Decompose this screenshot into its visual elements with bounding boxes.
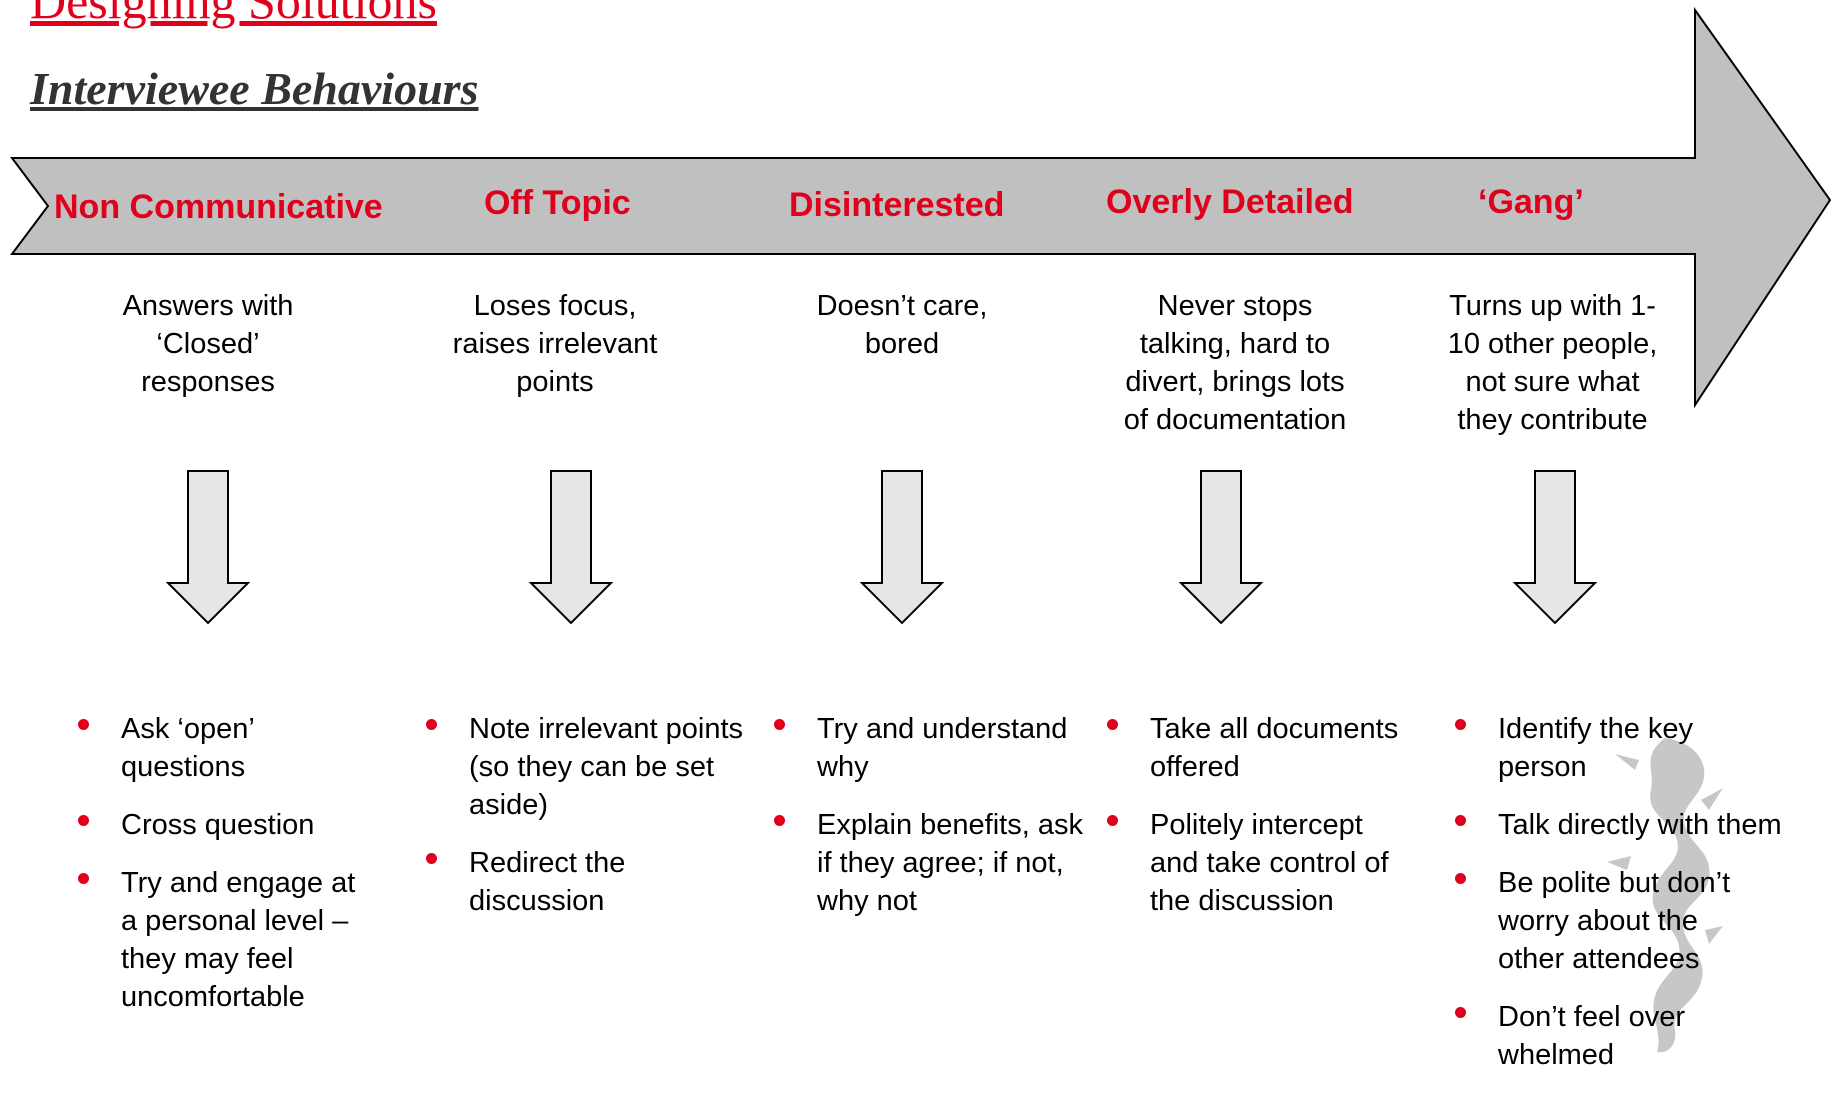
list-item: Try and understand why	[774, 710, 1084, 786]
down-arrow-icon	[860, 470, 944, 625]
description-line: not sure what	[1465, 366, 1640, 398]
description-line: Answers with	[122, 290, 294, 322]
description-line: divert, brings lots	[1125, 366, 1345, 398]
description-line: Doesn’t care,	[816, 290, 988, 322]
list-item: Take all documents offered	[1107, 710, 1412, 786]
description-line: Turns up with 1-	[1449, 290, 1656, 322]
category-non-communicative: Non Communicative	[54, 188, 383, 226]
list-item: Don’t feel over whelmed	[1455, 998, 1685, 1074]
description-line: bored	[864, 328, 940, 360]
description-gang: Turns up with 1- 10 other people, not su…	[1420, 287, 1685, 439]
description-line: they contribute	[1457, 404, 1648, 436]
list-item: Explain benefits, ask if they agree; if …	[774, 806, 1084, 920]
category-overly-detailed: Overly Detailed	[1106, 183, 1354, 221]
category-gang: ‘Gang’	[1478, 183, 1584, 221]
tips-list-disinterested: Try and understand why Explain benefits,…	[774, 710, 1084, 940]
list-item: Be polite but don’t worry about the othe…	[1455, 864, 1765, 978]
list-item: Cross question	[78, 806, 378, 844]
down-arrow-icon	[1179, 470, 1263, 625]
behaviour-timeline-arrow	[10, 6, 1832, 409]
category-disinterested: Disinterested	[789, 186, 1005, 224]
description-line: points	[516, 366, 594, 398]
list-item: Note irrelevant points (so they can be s…	[426, 710, 756, 824]
list-item: Identify the key person	[1455, 710, 1765, 786]
list-item: Try and engage at a personal level – the…	[78, 864, 378, 1016]
tips-list-gang: Identify the key person Talk directly wi…	[1455, 710, 1825, 1094]
list-item: Politely intercept and take control of t…	[1107, 806, 1412, 920]
tips-list-overly-detailed: Take all documents offered Politely inte…	[1107, 710, 1412, 940]
description-overly-detailed: Never stops talking, hard to divert, bri…	[1095, 287, 1375, 439]
description-line: Never stops	[1157, 290, 1313, 322]
tips-list-non-communicative: Ask ‘open’ questions Cross question Try …	[78, 710, 378, 1036]
description-off-topic: Loses focus, raises irrelevant points	[420, 287, 690, 401]
list-item: Redirect the discussion	[426, 844, 756, 920]
description-line: Loses focus,	[473, 290, 637, 322]
down-arrow-icon	[1513, 470, 1597, 625]
list-item: Talk directly with them	[1455, 806, 1825, 844]
description-line: of documentation	[1123, 404, 1347, 436]
down-arrow-icon	[529, 470, 613, 625]
description-line: responses	[141, 366, 275, 398]
description-line: raises irrelevant	[452, 328, 658, 360]
description-non-communicative: Answers with ‘Closed’ responses	[88, 287, 328, 401]
description-line: ‘Closed’	[156, 328, 260, 360]
page-title: Designing Solutions	[30, 0, 437, 29]
category-off-topic: Off Topic	[484, 184, 631, 222]
down-arrow-icon	[166, 470, 250, 625]
dragon-watermark-icon	[1607, 738, 1723, 1053]
description-line: talking, hard to	[1139, 328, 1331, 360]
description-line: 10 other people,	[1447, 328, 1658, 360]
description-disinterested: Doesn’t care, bored	[767, 287, 1037, 363]
page-subtitle: Interviewee Behaviours	[30, 63, 479, 114]
list-item: Ask ‘open’ questions	[78, 710, 378, 786]
tips-list-off-topic: Note irrelevant points (so they can be s…	[426, 710, 756, 940]
